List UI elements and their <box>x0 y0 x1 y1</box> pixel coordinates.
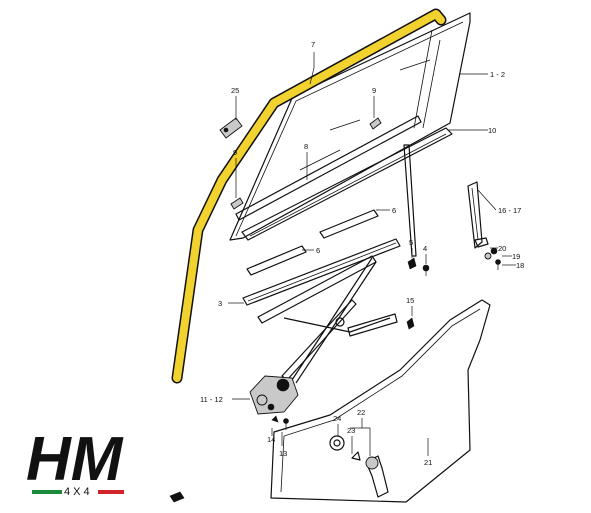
callout-5: 5 <box>409 238 413 247</box>
logo-main-text: HM <box>26 425 124 494</box>
callout-1-2: 1 - 2 <box>490 70 505 79</box>
channel-upper <box>319 209 379 239</box>
callout-9-upper: 9 <box>372 86 376 95</box>
callout-21: 21 <box>424 458 432 467</box>
callout-16-17: 16 - 17 <box>498 206 521 215</box>
door-trim-panel <box>270 299 491 503</box>
glass-run-channel-highlighted <box>171 8 447 384</box>
fasteners <box>169 247 501 503</box>
window-crank-handle <box>365 455 389 498</box>
highlight-stroke <box>173 10 445 382</box>
callout-14: 14 <box>267 435 275 444</box>
callout-11-12: 11 - 12 <box>200 395 223 404</box>
callout-13: 13 <box>279 449 287 458</box>
clip-9-upper <box>369 117 382 130</box>
logo-sub-text: 4X4 <box>64 486 93 498</box>
outer-weatherstrip <box>241 127 453 241</box>
callout-9-lower: 9 <box>233 148 237 157</box>
leader-lines <box>228 52 516 456</box>
callout-4: 4 <box>423 244 427 253</box>
clip-9-lower <box>230 197 244 210</box>
callout-18: 18 <box>516 261 524 270</box>
bracket-25 <box>219 117 243 139</box>
handle-clip <box>351 451 361 461</box>
callout-24: 24 <box>333 414 341 423</box>
callout-6-upper: 6 <box>392 206 396 215</box>
callout-20: 20 <box>498 244 506 253</box>
window-regulator <box>249 255 398 415</box>
callout-labels: 7 1 - 2 25 9 10 8 9 6 6 16 - 17 5 4 20 1… <box>200 40 524 467</box>
rear-guide-rail <box>403 144 417 257</box>
callout-7: 7 <box>311 40 315 49</box>
callout-10: 10 <box>488 126 496 135</box>
callout-6-lower: 6 <box>316 246 320 255</box>
callout-3: 3 <box>218 299 222 308</box>
inner-weatherstrip <box>235 115 422 221</box>
logo-stripe-red <box>98 490 124 494</box>
callout-23: 23 <box>347 426 355 435</box>
rear-bracket <box>467 181 489 249</box>
callout-22: 22 <box>357 408 365 417</box>
handle-escutcheon <box>329 435 345 451</box>
callout-8: 8 <box>304 142 308 151</box>
callout-25: 25 <box>231 86 239 95</box>
channel-lower <box>246 245 307 276</box>
callout-15: 15 <box>406 296 414 305</box>
brand-logo: HM 4X4 <box>26 425 124 498</box>
callout-19: 19 <box>512 252 520 261</box>
logo-stripe-green <box>32 490 62 494</box>
lower-sash-channel <box>242 238 401 306</box>
